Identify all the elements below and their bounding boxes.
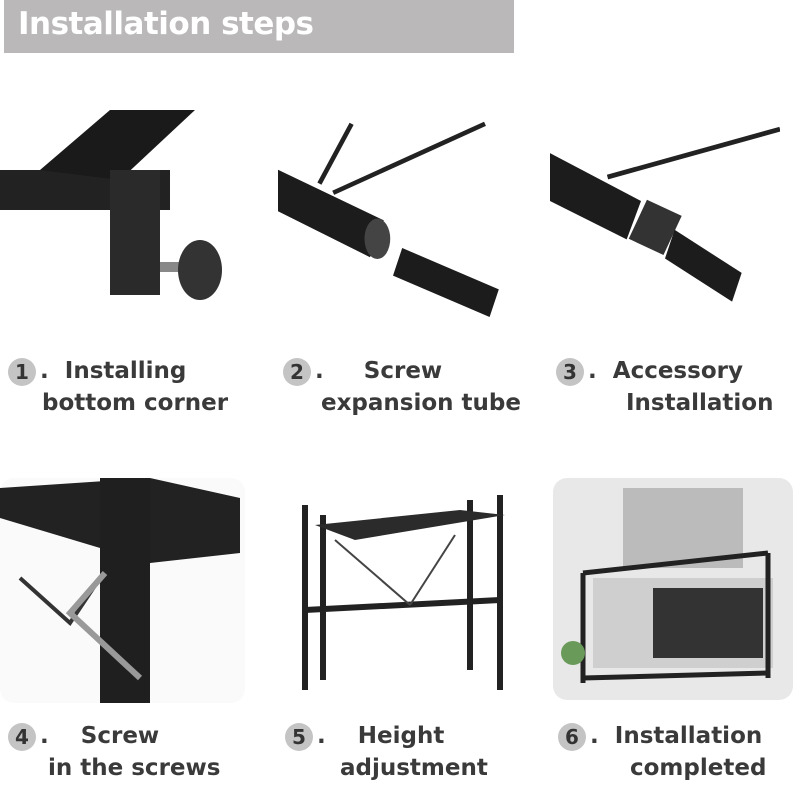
step-title: Installation	[614, 723, 763, 749]
step-5-image	[295, 490, 515, 700]
step-3-caption: 3. Accessory Installation	[556, 355, 800, 419]
step-3-image	[550, 110, 781, 340]
step-subtitle: Installation	[626, 390, 774, 416]
step-number-badge: 4	[8, 722, 36, 751]
step-number-badge: 2	[283, 357, 311, 386]
step-subtitle: expansion tube	[321, 390, 521, 416]
step-1-caption: 1. Installing bottom corner	[8, 355, 268, 419]
step-title: Screw	[363, 358, 443, 384]
page-title: Installation steps	[18, 6, 314, 42]
step-4-caption: 4. Screw in the screws	[8, 720, 268, 784]
step-title: Screw	[80, 723, 160, 749]
step-title: Height	[357, 723, 445, 749]
step-number-badge: 5	[285, 722, 313, 751]
step-subtitle: adjustment	[340, 755, 488, 781]
step-number-badge: 3	[556, 357, 584, 386]
step-6-image	[553, 478, 793, 700]
step-4-image	[0, 478, 245, 703]
step-number-badge: 6	[558, 722, 586, 751]
step-2-caption: 2. Screw expansion tube	[283, 355, 543, 419]
step-subtitle: completed	[630, 755, 767, 781]
step-subtitle: bottom corner	[42, 390, 229, 416]
step-6-caption: 6. Installation completed	[558, 720, 800, 784]
header-banner: Installation steps	[4, 0, 514, 53]
step-2-image	[278, 110, 508, 340]
step-1-image	[0, 110, 230, 340]
step-title: Installing	[64, 358, 187, 384]
step-5-caption: 5. Height adjustment	[285, 720, 545, 784]
step-title: Accessory	[612, 358, 743, 384]
step-subtitle: in the screws	[48, 755, 221, 781]
step-number-badge: 1	[8, 357, 36, 386]
